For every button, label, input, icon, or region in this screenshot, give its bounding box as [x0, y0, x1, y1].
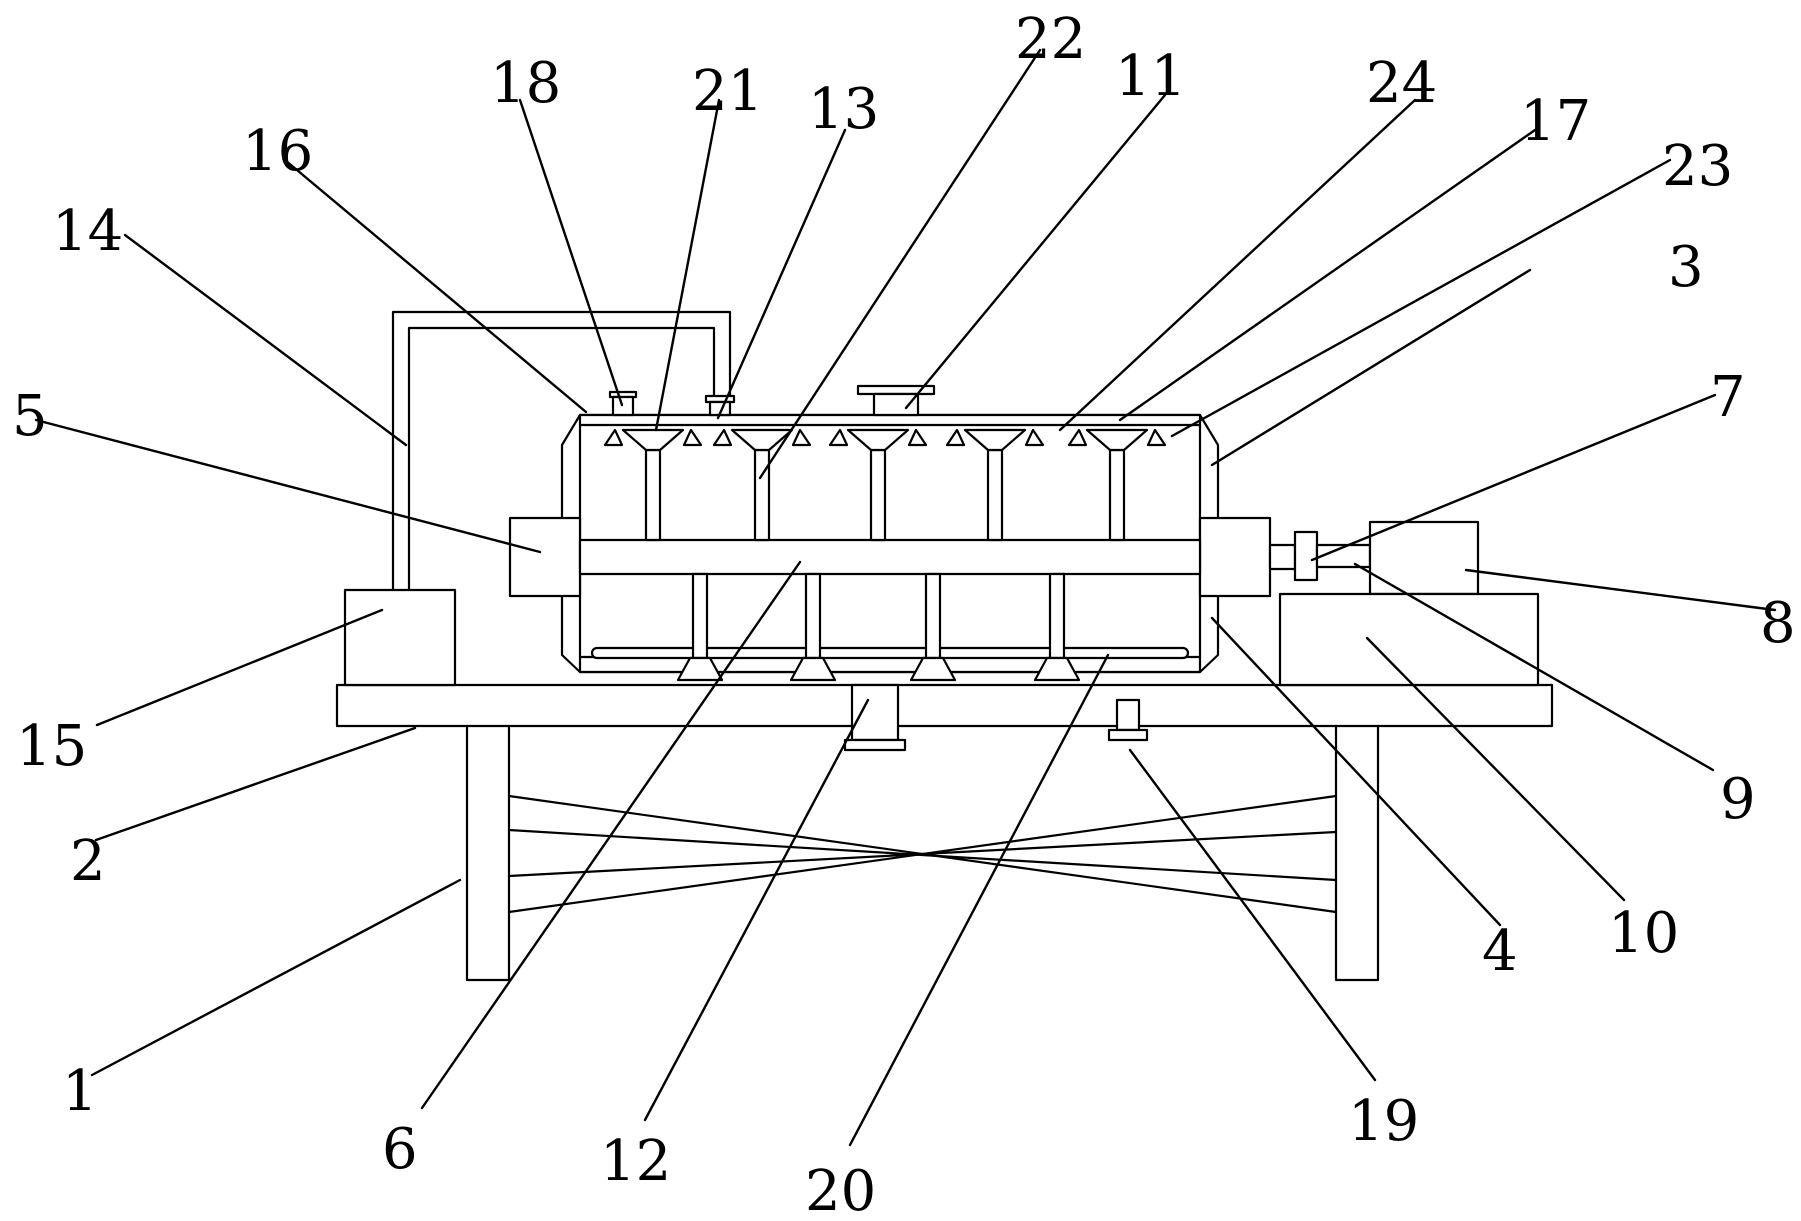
main-shaft	[578, 538, 1202, 576]
callout-2: 2	[70, 829, 106, 894]
callout-8: 8	[1760, 591, 1796, 656]
nozzle-upper	[603, 428, 703, 542]
callout-6: 6	[382, 1117, 418, 1182]
feed-inlet	[856, 384, 936, 417]
callout-23: 23	[1662, 134, 1733, 199]
left-leg	[465, 720, 511, 982]
callout-13: 13	[808, 77, 879, 142]
callout-4: 4	[1482, 919, 1518, 984]
callout-22: 22	[1015, 7, 1086, 72]
callout-14: 14	[52, 199, 123, 264]
nozzle-upper	[712, 428, 812, 542]
drive-shaft	[1268, 543, 1297, 571]
callout-21: 21	[692, 59, 763, 124]
callout-16: 16	[242, 119, 313, 184]
callout-18: 18	[490, 51, 561, 116]
discharge-outlet	[843, 683, 907, 752]
callout-labels: 1 2 3 4 5 6 7 8 9 10 11 12 13 14 15 16 1…	[12, 7, 1796, 1221]
callout-17: 17	[1520, 89, 1591, 154]
coupling	[1293, 530, 1319, 582]
callout-12: 12	[600, 1129, 671, 1194]
top-valve-18	[608, 390, 638, 417]
callout-3: 3	[1668, 235, 1704, 300]
blade-lower	[789, 572, 837, 682]
circulation-pipe	[391, 310, 732, 592]
leader-lines	[34, 48, 1777, 1147]
right-leg	[1334, 720, 1380, 982]
callout-1: 1	[62, 1059, 98, 1124]
drain-valve	[1107, 698, 1149, 742]
nozzle-upper	[1067, 428, 1167, 542]
nozzle-upper	[828, 428, 928, 542]
callout-20: 20	[805, 1159, 876, 1221]
callout-5: 5	[12, 384, 48, 449]
upper-nozzles	[603, 428, 1167, 542]
callout-24: 24	[1366, 51, 1437, 116]
blade-lower	[676, 572, 724, 682]
callout-9: 9	[1720, 767, 1756, 832]
scraper-bar	[590, 646, 1190, 660]
motor-base	[1278, 592, 1540, 687]
blade-lower	[909, 572, 957, 682]
callout-10: 10	[1608, 901, 1679, 966]
callout-7: 7	[1710, 365, 1746, 430]
right-bearing	[1198, 516, 1272, 598]
storage-tank	[343, 588, 457, 687]
callout-19: 19	[1348, 1089, 1419, 1154]
blade-lower	[1033, 572, 1081, 682]
callout-11: 11	[1115, 44, 1186, 109]
nozzle-upper	[945, 428, 1045, 542]
cross-brace	[507, 794, 1338, 914]
callout-15: 15	[16, 714, 87, 779]
left-bearing	[508, 516, 582, 598]
base-platform	[335, 683, 1554, 728]
legs	[465, 720, 1380, 982]
lower-blades	[590, 572, 1190, 682]
